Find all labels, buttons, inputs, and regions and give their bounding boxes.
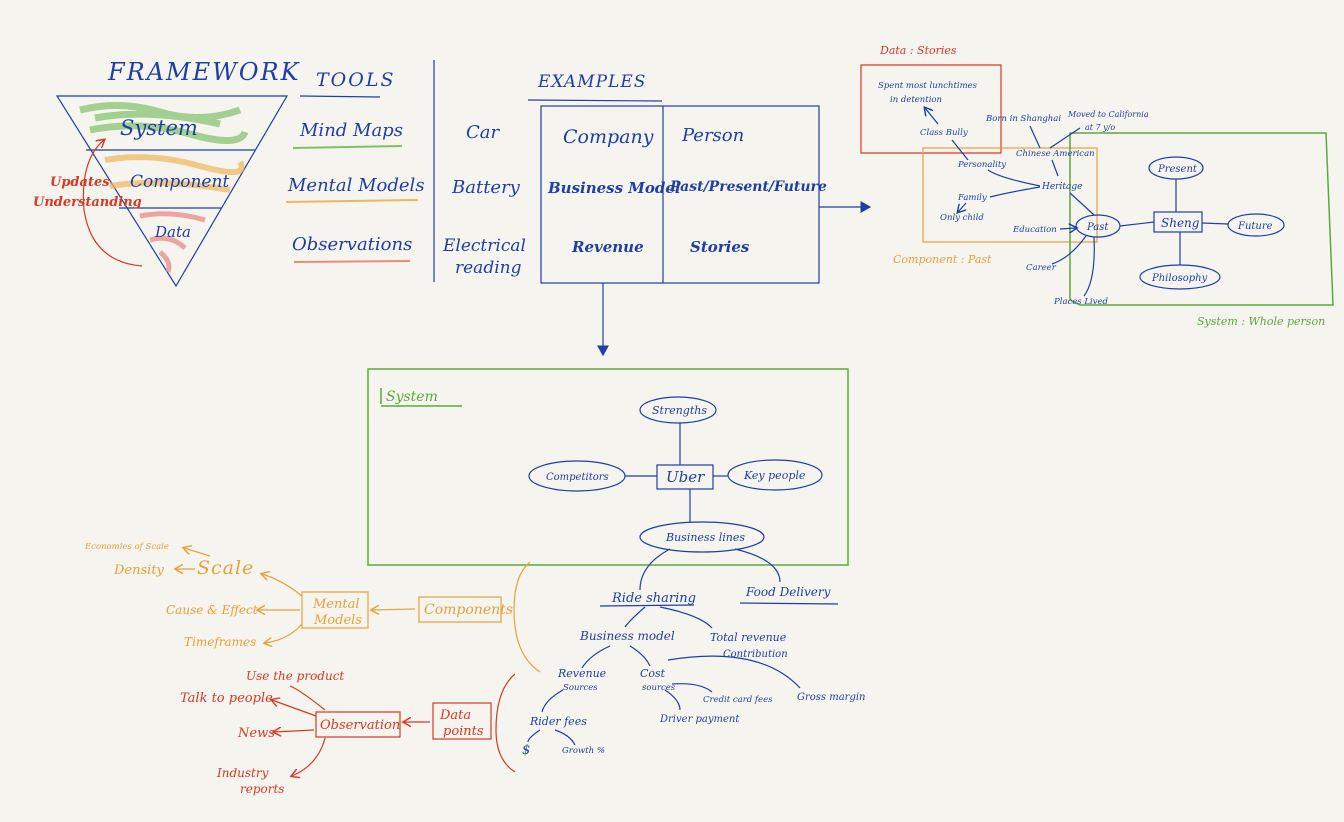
example-battery: Battery bbox=[451, 177, 521, 198]
framework-pyramid: FRAMEWORK System Component Data Updates … bbox=[33, 58, 301, 288]
strengths-node: Strengths bbox=[652, 404, 707, 417]
key-people-node: Key people bbox=[743, 469, 806, 482]
mental-models-line2: Models bbox=[313, 613, 362, 628]
future-node: Future bbox=[1237, 221, 1273, 232]
ride-sharing: Ride sharing bbox=[611, 591, 696, 606]
past-node: Past bbox=[1086, 222, 1109, 233]
cost-sources: Cost bbox=[640, 667, 666, 680]
past-at-age: at 7 y/o bbox=[1085, 123, 1115, 132]
tools-column: TOOLS Mind Maps Mental Models Observatio… bbox=[285, 60, 526, 282]
total-revenue-contribution: Contribution bbox=[723, 649, 788, 660]
example-electrical: Electrical bbox=[442, 236, 526, 256]
framework-title: FRAMEWORK bbox=[107, 58, 301, 86]
tools-header: TOOLS bbox=[316, 69, 395, 91]
past-only-child: Only child bbox=[940, 213, 984, 223]
past-class-bully: Class Bully bbox=[920, 128, 968, 138]
uber-node: Uber bbox=[666, 468, 705, 486]
component-highlight bbox=[104, 154, 245, 193]
cause-effect: Cause & Effect bbox=[166, 603, 258, 617]
present-node: Present bbox=[1157, 164, 1198, 175]
past-education: Education bbox=[1012, 225, 1057, 235]
example-reading: reading bbox=[455, 258, 522, 278]
tool-mental-models: Mental Models bbox=[287, 175, 425, 196]
cost-sources-sub: sources bbox=[642, 683, 676, 693]
revenue-sources: Revenue bbox=[557, 667, 607, 680]
density-node: Density bbox=[113, 563, 165, 578]
business-model: Business model bbox=[579, 629, 675, 643]
observation-box: Observation bbox=[320, 718, 400, 733]
data-points-line1: Data bbox=[439, 708, 471, 723]
scale-node: Scale bbox=[197, 557, 254, 579]
dollar-sign: $ bbox=[522, 743, 530, 758]
past-career: Career bbox=[1026, 263, 1057, 273]
uber-mindmap: System Uber Strengths Competitors Key pe… bbox=[367, 368, 866, 758]
data-story-line2: in detention bbox=[890, 95, 942, 105]
data-story-line1: Spent most lunchtimes bbox=[878, 81, 978, 91]
use-the-product: Use the product bbox=[246, 669, 344, 683]
gross-margin: Gross margin bbox=[797, 692, 866, 703]
past-moved-california: Moved to California bbox=[1067, 110, 1149, 119]
sheng-node: Sheng bbox=[1161, 216, 1200, 230]
example-company: Company bbox=[563, 126, 654, 148]
timeframes: Timeframes bbox=[184, 635, 256, 649]
talk-to-people: Talk to people bbox=[180, 691, 273, 706]
driver-payment: Driver payment bbox=[659, 714, 740, 725]
components-branch: Components Mental Models Scale Economies… bbox=[84, 542, 541, 673]
data-points-line2: points bbox=[443, 724, 484, 739]
examples-table: EXAMPLES Company Business Model Revenue … bbox=[527, 72, 872, 357]
tool-mind-maps: Mind Maps bbox=[299, 120, 403, 141]
credit-card-fees: Credit card fees bbox=[703, 695, 773, 705]
past-places-lived: Places Lived bbox=[1053, 297, 1109, 307]
updates-arrow bbox=[82, 140, 143, 267]
economies-of-scale: Economies of Scale bbox=[84, 542, 169, 552]
example-stories: Stories bbox=[690, 238, 750, 256]
past-chinese-american: Chinese American bbox=[1016, 149, 1095, 159]
data-highlight bbox=[139, 211, 206, 273]
food-delivery: Food Delivery bbox=[745, 585, 831, 599]
tool-observations: Observations bbox=[292, 234, 412, 255]
person-mindmap: Data : Stories Spent most lunchtimes in … bbox=[860, 44, 1334, 328]
system-whole-person-label: System : Whole person bbox=[1197, 315, 1325, 328]
data-stories-label: Data : Stories bbox=[879, 44, 957, 57]
past-born-shanghai: Born in Shanghai bbox=[985, 114, 1061, 124]
business-lines-node: Business lines bbox=[665, 531, 745, 544]
revenue-sources-sub: Sources bbox=[563, 683, 598, 693]
mental-models-line1: Mental bbox=[312, 597, 360, 612]
data-points-branch: Data points Observation Use the product … bbox=[180, 669, 516, 796]
past-personality: Personality bbox=[957, 160, 1006, 170]
example-business-model: Business Model bbox=[547, 179, 681, 197]
industry-reports-line2: reports bbox=[240, 782, 284, 796]
example-revenue: Revenue bbox=[571, 238, 644, 256]
components-box: Components bbox=[424, 602, 513, 618]
example-past-present-future: Past/Present/Future bbox=[669, 179, 827, 195]
total-revenue: Total revenue bbox=[710, 631, 787, 644]
component-past-label: Component : Past bbox=[893, 253, 992, 266]
industry-reports-line1: Industry bbox=[216, 766, 269, 780]
example-person: Person bbox=[681, 125, 744, 146]
past-family: Family bbox=[957, 193, 987, 203]
past-heritage: Heritage bbox=[1041, 182, 1082, 192]
framework-level-component: Component bbox=[130, 172, 229, 192]
updates-label: Updates bbox=[50, 175, 110, 190]
growth-percent: Growth % bbox=[562, 746, 605, 756]
framework-level-system: System bbox=[120, 116, 198, 140]
competitors-node: Competitors bbox=[546, 472, 609, 483]
examples-header: EXAMPLES bbox=[537, 72, 646, 92]
system-highlight bbox=[79, 102, 249, 145]
understanding-label: Understanding bbox=[33, 195, 142, 210]
news-node: News bbox=[237, 726, 275, 741]
rider-fees: Rider fees bbox=[529, 715, 587, 728]
framework-level-data: Data bbox=[154, 223, 191, 241]
uber-system-label: System bbox=[386, 389, 438, 405]
philosophy-node: Philosophy bbox=[1151, 273, 1208, 284]
example-car: Car bbox=[466, 122, 501, 143]
